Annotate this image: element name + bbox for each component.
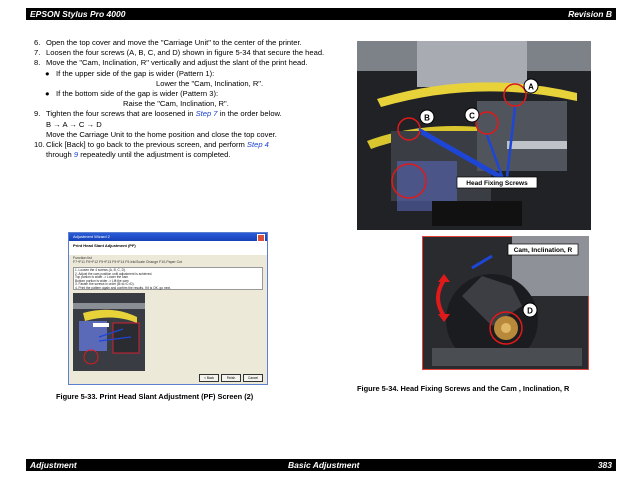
cam-label: Cam, Inclination, R bbox=[514, 247, 573, 254]
close-icon[interactable] bbox=[257, 234, 265, 242]
step-7: 7. Loosen the four screws (A, B, C, and … bbox=[34, 48, 334, 58]
step-text: Move the Carriage Unit to the home posit… bbox=[46, 129, 277, 139]
step-number: 7. bbox=[34, 48, 41, 58]
step-text: Open the top cover and move the "Carriag… bbox=[46, 38, 302, 47]
label-a: A bbox=[528, 83, 534, 92]
revision-label: Revision B bbox=[568, 9, 612, 19]
footer-subsection: Basic Adjustment bbox=[288, 460, 360, 470]
bullet-action: Raise the "Cam, Inclination, R". bbox=[123, 99, 229, 109]
bullet-action: Lower the "Cam, Inclination, R". bbox=[156, 78, 264, 88]
step-number: 6. bbox=[34, 38, 41, 47]
screw-order: B → A → C → D bbox=[46, 119, 102, 129]
step-7-link[interactable]: Step 7 bbox=[195, 109, 218, 119]
cam-closeup-photo: Cam, Inclination, R D bbox=[422, 236, 589, 370]
finish-button[interactable]: Finish bbox=[221, 374, 241, 382]
step-text: Click [Back] to go back to the previous … bbox=[46, 140, 247, 150]
instruction-line: Top portion is wider -> Lower the cam bbox=[75, 275, 129, 280]
step-4-link[interactable]: Step 4 bbox=[246, 140, 269, 150]
label-d: D bbox=[527, 307, 533, 316]
dialog-titlebar: Adjustment Wizard 2 bbox=[69, 233, 267, 242]
figure-5-33-caption: Figure 5-33. Print Head Slant Adjustment… bbox=[56, 392, 254, 401]
instruction-line: 4. Print the pattern again and confirm t… bbox=[75, 285, 171, 290]
figure-5-34-caption: Figure 5-34. Head Fixing Screws and the … bbox=[357, 384, 570, 393]
instruction-line: 1. Loosen the 4 screws (A, B, C, D). bbox=[75, 268, 126, 272]
step-text: through bbox=[46, 150, 74, 160]
adjustment-wizard-screenshot: Adjustment Wizard 2 Print Head Slant Adj… bbox=[68, 232, 268, 385]
step-9: 9. Tighten the four screws that are loos… bbox=[34, 109, 334, 140]
dialog-photo bbox=[73, 293, 145, 371]
bullet-text: If the upper side of the gap is wider (P… bbox=[56, 68, 215, 78]
bullet-pattern-3: ● If the bottom side of the gap is wider… bbox=[34, 89, 334, 109]
procedure-steps: 6. Open the top cover and move the "Carr… bbox=[34, 38, 334, 160]
function-list: F7+F11 F9+F12 F9+F13 F9+F14 F9-Ink/Scale… bbox=[73, 260, 183, 264]
instruction-line: Bottom portion is wider -> Lift the cam bbox=[75, 278, 129, 283]
step-6: 6. Open the top cover and move the "Carr… bbox=[34, 38, 334, 48]
step-text: repeatedly until the adjustment is compl… bbox=[78, 150, 231, 160]
bullet-icon: ● bbox=[45, 89, 50, 99]
bullet-pattern-1: ● If the upper side of the gap is wider … bbox=[34, 69, 334, 89]
cancel-button[interactable]: Cancel bbox=[243, 374, 263, 382]
label-c: C bbox=[469, 112, 475, 121]
bullet-icon: ● bbox=[45, 68, 50, 78]
label-b: B bbox=[424, 114, 430, 123]
instruction-pane: 1. Loosen the 4 screws (A, B, C, D). 2. … bbox=[73, 267, 263, 290]
function-label: Function list bbox=[73, 256, 92, 260]
step-number: 9. bbox=[34, 109, 41, 119]
dialog-heading: Print Head Slant Adjustment (PF) bbox=[69, 241, 267, 255]
step-text: Move the "Cam, Inclination, R" verticall… bbox=[46, 58, 308, 68]
step-8: 8. Move the "Cam, Inclination, R" vertic… bbox=[34, 58, 334, 68]
back-button[interactable]: < Back bbox=[199, 374, 219, 382]
step-number: 8. bbox=[34, 58, 41, 68]
step-10: 10. Click [Back] to go back to the previ… bbox=[34, 140, 334, 160]
dialog-title: Adjustment Wizard 2 bbox=[73, 234, 110, 239]
instruction-line: 2. Adjust the cam position until adjustm… bbox=[75, 271, 153, 276]
step-9-link[interactable]: 9 bbox=[73, 150, 79, 160]
step-number: 10. bbox=[34, 140, 45, 150]
footer-section: Adjustment bbox=[30, 460, 77, 470]
step-text: Tighten the four screws that are loosene… bbox=[46, 109, 196, 119]
step-text: in the order below. bbox=[217, 109, 282, 119]
bullet-text: If the bottom side of the gap is wider (… bbox=[56, 89, 219, 99]
printer-head-photo: A B C Head Fixing Screws bbox=[357, 41, 591, 230]
instruction-line: 3. Fasten the screws in order (B>A>C>D). bbox=[75, 282, 135, 287]
head-fixing-screws-label: Head Fixing Screws bbox=[466, 180, 528, 187]
page-number: 383 bbox=[597, 460, 612, 470]
document-title: EPSON Stylus Pro 4000 bbox=[30, 9, 126, 19]
footer-bar: Adjustment Basic Adjustment 383 bbox=[26, 459, 616, 471]
header-bar: EPSON Stylus Pro 4000 Revision B bbox=[26, 8, 616, 20]
step-text: Loosen the four screws (A, B, C, and D) … bbox=[46, 48, 325, 58]
